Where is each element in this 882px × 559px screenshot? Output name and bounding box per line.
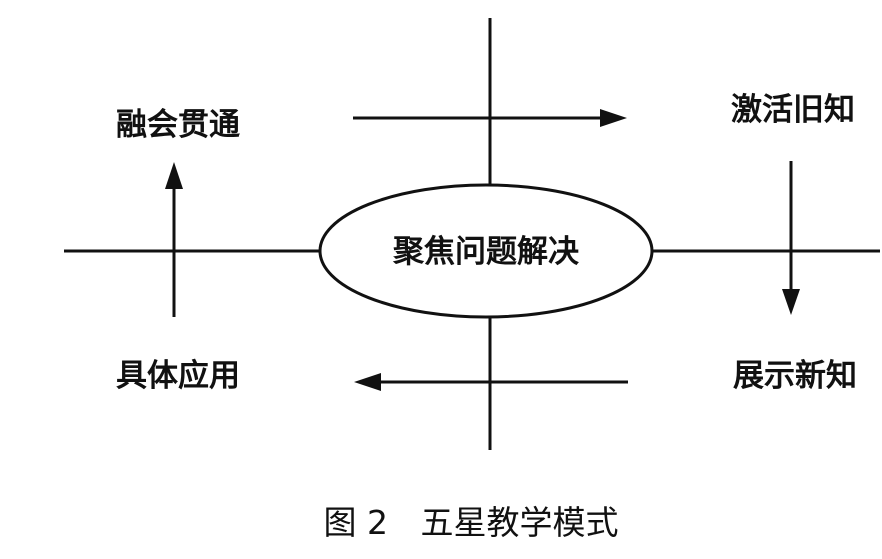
center-ellipse [318, 183, 654, 319]
figure-caption: 图 2 五星教学模式 [324, 503, 619, 542]
node-top-right: 激活旧知 [731, 92, 855, 128]
arrow-down [782, 161, 800, 315]
node-bottom-left: 具体应用 [116, 358, 240, 394]
arrow-up [165, 162, 183, 317]
node-bottom-right: 展示新知 [733, 358, 857, 394]
center-label: 聚焦问题解决 [392, 234, 579, 270]
arrow-right [353, 109, 627, 127]
figure-number: 图 2 [324, 503, 389, 542]
arrow-left [354, 373, 628, 391]
figure-title: 五星教学模式 [421, 503, 619, 542]
node-top-left: 融会贯通 [116, 107, 240, 143]
